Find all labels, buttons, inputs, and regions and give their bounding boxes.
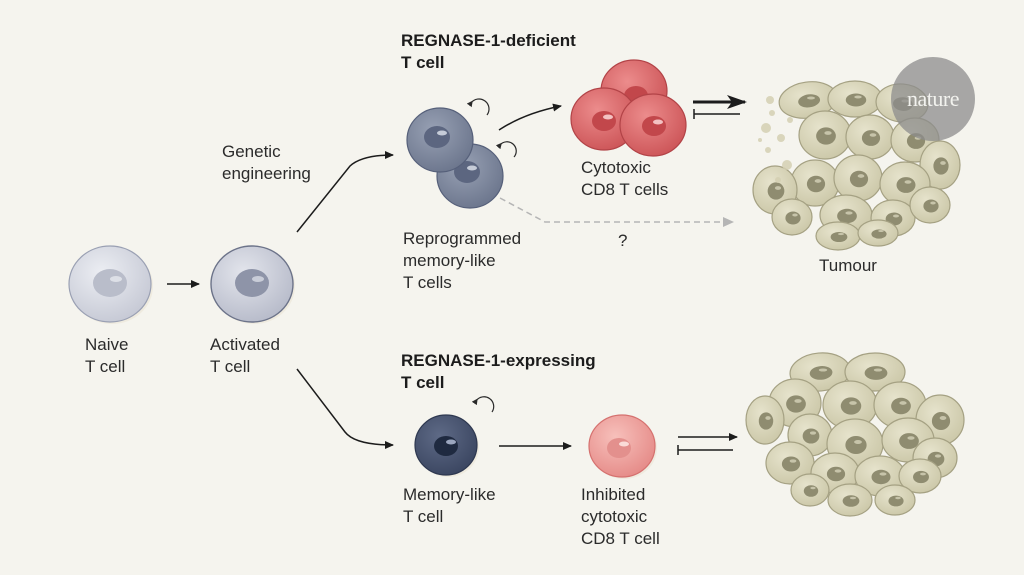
tumour-cell: [827, 483, 873, 517]
cell-debris: [777, 134, 785, 142]
cell-debris: [775, 177, 781, 183]
memory-like-t-cell: [414, 414, 479, 477]
tumour-cell: [827, 80, 883, 118]
self-renewal-icon: [495, 141, 517, 158]
tumour-cell: [771, 198, 813, 236]
label-inhibited-cytotoxic: Inhibited cytotoxic CD8 T cell: [581, 485, 660, 548]
cell-debris: [761, 123, 771, 133]
dashed-unknown-arrow: [499, 197, 734, 227]
cell-debris: [782, 160, 792, 170]
tumour-cell: [844, 352, 906, 392]
tumour-cell: [909, 186, 951, 224]
tumour-cell: [833, 154, 883, 202]
header-regnase-expressing: REGNASE-1-expressing T cell: [401, 351, 596, 392]
tumour-cell: [745, 395, 785, 445]
label-genetic-engineering: Genetic engineering: [222, 142, 311, 183]
label-unknown-path: ?: [618, 231, 628, 250]
cell-debris: [766, 96, 774, 104]
label-memory-like-t-cell: Memory-like T cell: [403, 485, 496, 526]
label-tumour: Tumour: [819, 256, 877, 275]
cell-debris: [787, 117, 793, 123]
tumour-cell: [845, 114, 895, 160]
tumour-cell: [857, 219, 899, 247]
nature-logo: nature: [891, 57, 975, 141]
label-naive-t-cell: Naive T cell: [85, 335, 129, 376]
inhibited-cytotoxic-cell: [588, 414, 657, 479]
tumour-destroyed: [752, 80, 961, 251]
self-renewal-icon: [466, 98, 490, 116]
header-regnase-deficient: REGNASE-1-deficient T cell: [401, 31, 576, 72]
tumour-cell: [790, 159, 840, 207]
tumour-cell: [765, 441, 815, 485]
tumour-cell: [790, 473, 830, 507]
cell-debris: [758, 138, 762, 142]
arrow-to-deficient-branch: [296, 151, 394, 233]
tumour-cell: [822, 380, 878, 430]
cell-debris: [765, 147, 771, 153]
cytotoxic-cd8-cells: [570, 59, 687, 157]
label-cytotoxic-cd8: Cytotoxic CD8 T cells: [581, 158, 669, 199]
tumour-cell: [778, 81, 838, 119]
cell-debris: [769, 110, 775, 116]
tumour-cell: [874, 484, 916, 516]
label-reprogrammed-cells: Reprogrammed memory-like T cells: [403, 229, 522, 292]
arrow-to-cytotoxic: [498, 103, 562, 131]
reprogrammed-memory-like-cells: [406, 107, 504, 209]
activated-t-cell: [210, 245, 295, 324]
label-activated-t-cell: Activated T cell: [210, 335, 280, 376]
tumour-cell: [815, 221, 861, 251]
tumour-cell: [798, 110, 852, 160]
arrow-to-expressing-branch: [296, 368, 394, 449]
tumour-intact: [745, 352, 965, 517]
self-renewal-icon: [471, 396, 495, 413]
naive-t-cell: [68, 245, 153, 324]
tumour-cell: [898, 458, 942, 494]
